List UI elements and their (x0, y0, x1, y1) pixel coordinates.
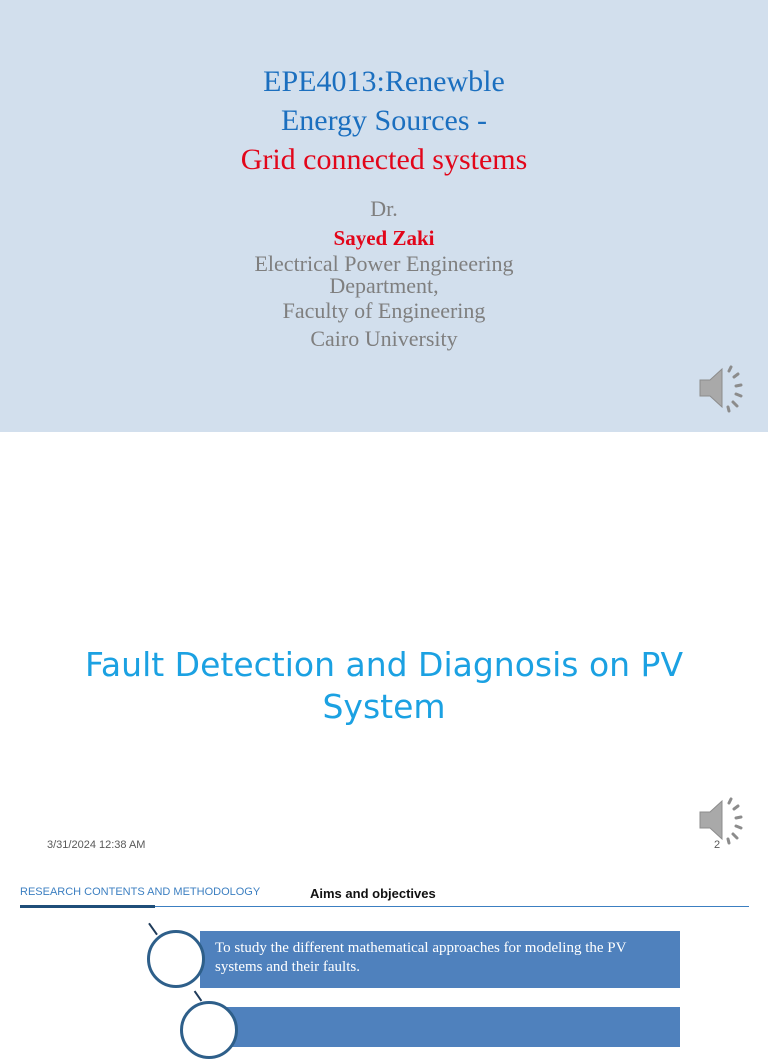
slide-date: 3/31/2024 12:38 AM (47, 839, 146, 851)
speaker-icon[interactable] (696, 794, 748, 846)
title-slide: EPE4013:Renewble Energy Sources - Grid c… (0, 0, 768, 432)
objective-circle-1 (147, 930, 205, 988)
slide2-title: Fault Detection and Diagnosis on PV Syst… (84, 645, 684, 726)
objective-text-1: To study the different mathematical appr… (215, 940, 627, 975)
department-line1: Electrical Power Engineering (254, 251, 514, 276)
slide3-heading: Aims and objectives (310, 886, 436, 901)
author-name: Sayed Zaki (333, 226, 435, 250)
section-label: RESEARCH CONTENTS AND METHODOLOGY (20, 886, 261, 898)
author-block: Dr. Sayed Zaki Electrical Power Engineer… (0, 195, 768, 353)
header-rule-accent (20, 905, 155, 908)
objectives-slide: RESEARCH CONTENTS AND METHODOLOGY Aims a… (0, 864, 768, 1059)
university: Cairo University (310, 326, 458, 351)
connector-line (193, 990, 203, 1002)
course-title-line2: Energy Sources - (280, 104, 488, 137)
objective-box-1: To study the different mathematical appr… (200, 931, 680, 988)
course-title-line3: Grid connected systems (240, 143, 528, 176)
speaker-icon[interactable] (696, 362, 748, 414)
objective-circle-2 (180, 1001, 238, 1059)
section-slide: Fault Detection and Diagnosis on PV Syst… (0, 432, 768, 864)
connector-line (148, 922, 158, 936)
department-line2: Department, (329, 273, 439, 298)
objective-box-2 (200, 1007, 680, 1047)
course-title-line1: EPE4013:Renewble (263, 65, 505, 98)
faculty: Faculty of Engineering (282, 298, 486, 323)
slide1-title: EPE4013:Renewble Energy Sources - Grid c… (0, 62, 768, 179)
header-rule (20, 906, 749, 907)
author-prefix: Dr. (370, 196, 398, 221)
slide-number: 2 (714, 839, 721, 851)
